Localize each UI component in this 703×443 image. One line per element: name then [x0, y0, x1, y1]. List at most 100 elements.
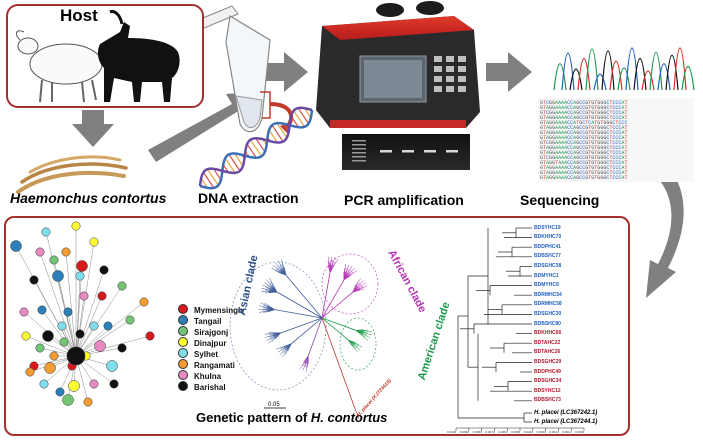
network-node: [41, 227, 51, 237]
network-node: [68, 380, 80, 392]
helix-rung: [200, 178, 208, 189]
tree-branch: [321, 272, 331, 319]
tree-leaf-branch: [343, 275, 351, 281]
network-node: [61, 247, 71, 257]
network-hub-node: [66, 346, 86, 366]
tree-tip-label: BDSYHC19: [534, 224, 561, 231]
arrow-pcr-to-seq: [486, 52, 532, 92]
network-graph: [10, 221, 155, 407]
helix-rung: [268, 129, 278, 143]
tree-tip-label: BDBSHC80: [534, 320, 561, 327]
network-node: [57, 321, 67, 331]
american-clade-outline: [339, 317, 377, 371]
network-node: [25, 367, 35, 377]
legend-label: Sylhet: [194, 350, 219, 359]
network-edge: [39, 251, 77, 357]
chromatogram-peak: [609, 60, 623, 91]
tree-branch: [276, 291, 323, 319]
network-node: [89, 237, 99, 247]
tree-branch: [274, 309, 323, 319]
helix-rung: [224, 157, 236, 174]
chromatogram-peak: [681, 66, 695, 91]
helix-rung: [202, 172, 215, 189]
chromatogram-peak: [569, 68, 583, 91]
tree-branch: [321, 317, 349, 341]
network-node: [94, 340, 106, 352]
tree-leaf-branch: [269, 277, 278, 293]
network-node: [106, 360, 118, 372]
network-node: [79, 291, 89, 301]
legend-label: Khulna: [194, 372, 222, 381]
tree-tip-label: BDSYHC12: [534, 387, 561, 394]
alignment-background: [538, 98, 694, 182]
helix-rung: [293, 110, 306, 128]
legend-swatch: [178, 359, 188, 369]
network-node: [10, 240, 22, 252]
tree-leaf-branch: [354, 408, 360, 420]
chromatogram-peak: [649, 51, 663, 91]
legend-label: Barishal: [194, 383, 226, 392]
helix-rung: [297, 107, 310, 124]
network-node: [49, 351, 59, 361]
helix-rung: [290, 115, 299, 128]
alignment-row: GTAGGAAAACCAGCCGTGTGGGCTCCCAT: [540, 170, 627, 176]
helix-rung: [249, 139, 263, 157]
helix-strand: [198, 106, 313, 187]
tree-tip-label: BDKHHC66: [534, 330, 562, 337]
tree-tip-label: BDMYHC1: [534, 272, 559, 279]
alignment-row: GTAGGAAAACCAGCCGTGTGGGCTCCCAT: [540, 135, 627, 141]
network-node: [35, 343, 45, 353]
legend-swatch: [178, 381, 188, 391]
network-node: [117, 343, 127, 353]
network-edge: [75, 319, 131, 357]
alignment-row: GTAGGTAAACCAGCCGTGTGGGCTCCCAT: [540, 160, 627, 166]
tree-branch: [307, 317, 323, 356]
legend-item: Sirajgonj: [178, 326, 228, 337]
network-edge: [45, 231, 77, 357]
network-edge: [41, 309, 77, 357]
network-node: [76, 260, 88, 272]
outgroup-1-label: H. placei (LC367242.1): [534, 410, 598, 416]
helix-rung: [255, 137, 266, 153]
legend-item: Barishal: [178, 381, 226, 392]
tree-branch: [321, 317, 356, 331]
tree-tip-label: BDBSHC77: [534, 253, 561, 260]
legend-item: Rangamati: [178, 359, 235, 370]
tree-tip-label: BDBSHC73: [534, 397, 561, 404]
tree-tip-label: BDTAHC26: [534, 349, 561, 356]
network-node: [71, 221, 81, 231]
tree-leaf-branch: [303, 355, 309, 363]
network-node: [49, 255, 59, 265]
sequence-alignment: GTCGGAAAACCAGCCGTGTGGGCTCCCATGTAGGAAAACC…: [538, 98, 694, 182]
network-node: [39, 379, 49, 389]
thermal-cycler-illustration: [316, 1, 480, 128]
chromatogram-peak: [625, 47, 639, 91]
network-edge: [75, 275, 81, 357]
network-node: [75, 329, 85, 339]
network-node: [145, 331, 155, 341]
legend-swatch: [178, 326, 188, 336]
pcr-amplification-label: PCR amplification: [344, 192, 464, 208]
network-node: [83, 397, 93, 407]
axis-tick-label: 0.0070: [485, 430, 495, 434]
helix-rung: [234, 153, 244, 167]
tree-tip-label: BDSGHC38: [534, 262, 562, 269]
helix-rung: [271, 124, 284, 142]
sequencing-chromatogram: [538, 8, 695, 92]
helix-strand: [199, 109, 314, 190]
alignment-row: GTCGGAAAACCAGCCGTGTGGGCTCCCAT: [540, 110, 627, 116]
tree-leaf-branch: [268, 331, 281, 334]
alignment-row: GTAGGAAAACCAGCCGTGTGGGCTCCCAT: [540, 115, 627, 121]
tree-branch: [285, 274, 323, 319]
network-node: [63, 307, 73, 317]
alignment-row: GTAGGAAAACCAGCCGTGTGGGCTCCCAT: [540, 175, 627, 181]
legend-item: Sylhet: [178, 348, 218, 359]
network-node: [37, 305, 47, 315]
network-node: [44, 362, 56, 374]
host-label: Host: [60, 6, 98, 25]
alignment-row: GTAGGAAAACCAGCCGTGTGGGCTCCCAT: [540, 150, 627, 156]
axis-tick-label: 0.0080: [472, 430, 482, 434]
helix-rung: [228, 154, 241, 172]
tree-leaf-branch: [276, 343, 292, 350]
